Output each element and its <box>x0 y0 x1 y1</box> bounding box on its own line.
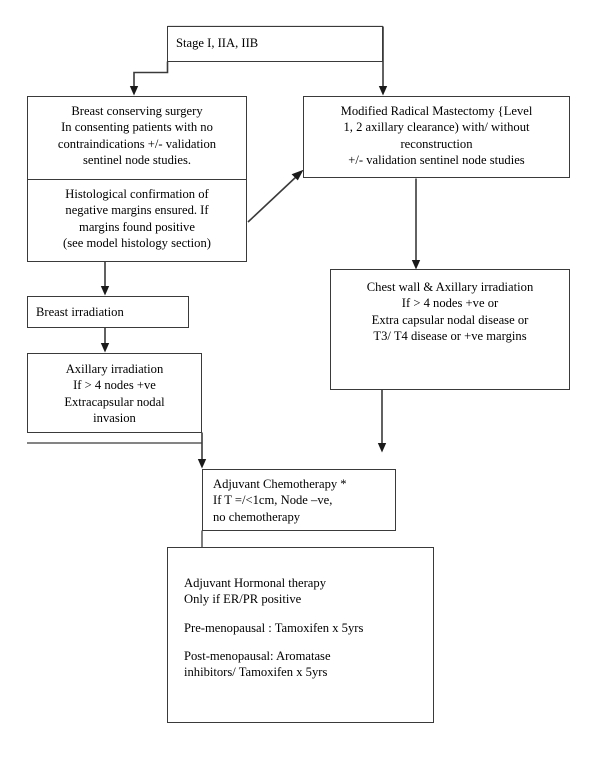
edge-chestwall-to-chemotherapy <box>377 389 387 453</box>
node-breast-conserving-group[interactable]: Breast conserving surgery In consenting … <box>27 96 247 262</box>
node-chestwall-line-1: Chest wall & Axillary irradiation <box>366 280 534 294</box>
node-axillary-line-3: Extracapsular nodal <box>64 394 165 409</box>
node-histology-line-4: (see model histology section) <box>63 236 211 251</box>
node-mrm-line-2: 1, 2 axillary clearance) with/ without <box>343 120 530 135</box>
node-adjuvant-chemotherapy[interactable]: Adjuvant Chemotherapy * If T =/<1cm, Nod… <box>202 469 396 531</box>
node-chestwall-line-2: If > 4 nodes +ve or <box>401 296 499 311</box>
edge-stage-to-mrm <box>378 26 388 96</box>
node-hormonal-line-5: inhibitors/ Tamoxifen x 5yrs <box>184 665 328 680</box>
node-hormonal-line-4: Post-menopausal: Aromatase <box>184 649 331 664</box>
node-stage-line-1: Stage I, IIA, IIB <box>176 36 259 50</box>
node-chestwall-line-4: T3/ T4 disease or +ve margins <box>373 329 527 344</box>
node-stage[interactable]: Stage I, IIA, IIB <box>167 26 383 62</box>
node-histological-confirmation[interactable]: Histological confirmation of negative ma… <box>28 179 246 261</box>
node-mrm-line-3: reconstruction <box>400 136 473 151</box>
edge-stage-to-bcs <box>129 61 169 96</box>
node-hormonal-line-1: Adjuvant Hormonal therapy <box>184 576 326 590</box>
node-adjuvant-hormonal-therapy[interactable]: Adjuvant Hormonal therapy Only if ER/PR … <box>167 547 434 723</box>
node-bcs-line-1: Breast conserving surgery <box>71 104 203 118</box>
node-breast-irradiation[interactable]: Breast irradiation <box>27 296 189 328</box>
node-mrm-line-4: +/- validation sentinel node studies <box>348 153 525 168</box>
node-histology-line-3: margins found positive <box>79 219 195 234</box>
node-histology-line-2: negative margins ensured. If <box>65 203 209 218</box>
node-hormonal-spacer-1 <box>184 608 425 620</box>
node-breast-irradiation-line-1: Breast irradiation <box>36 305 124 319</box>
node-axillary-line-4: invasion <box>93 411 136 426</box>
node-chemo-line-2: If T =/<1cm, Node –ve, <box>213 493 333 508</box>
edge-breast-to-axillary-irradiation <box>100 327 110 353</box>
node-bcs-line-4: sentinel node studies. <box>82 153 192 168</box>
node-bcs-line-2: In consenting patients with no <box>61 120 213 135</box>
node-chest-wall-axillary-irradiation[interactable]: Chest wall & Axillary irradiation If > 4… <box>330 269 570 390</box>
node-hormonal-line-3: Pre-menopausal : Tamoxifen x 5yrs <box>184 620 364 635</box>
node-axillary-line-2: If > 4 nodes +ve <box>73 378 156 393</box>
node-chemo-line-3: no chemotherapy <box>213 509 301 524</box>
node-chemo-line-1: Adjuvant Chemotherapy * <box>213 477 347 491</box>
node-bcs-line-3: contraindications +/- validation <box>57 136 217 151</box>
edge-axillary-to-chemotherapy <box>197 432 207 469</box>
node-hormonal-spacer-2 <box>184 636 425 648</box>
node-modified-radical-mastectomy[interactable]: Modified Radical Mastectomy {Level 1, 2 … <box>303 96 570 178</box>
node-chestwall-line-3: Extra capsular nodal disease or <box>371 312 529 327</box>
node-hormonal-line-2: Only if ER/PR positive <box>184 592 302 607</box>
node-mrm-line-1: Modified Radical Mastectomy {Level <box>340 104 533 118</box>
node-histology-line-1: Histological confirmation of <box>65 187 209 201</box>
edge-histology-to-mrm <box>247 169 304 223</box>
node-axillary-irradiation[interactable]: Axillary irradiation If > 4 nodes +ve Ex… <box>27 353 202 433</box>
node-axillary-line-1: Axillary irradiation <box>65 362 164 376</box>
node-breast-conserving-surgery[interactable]: Breast conserving surgery In consenting … <box>28 97 246 179</box>
edge-mrm-to-chestwall <box>411 178 421 270</box>
edge-bcs-to-breast-irradiation <box>100 261 110 296</box>
